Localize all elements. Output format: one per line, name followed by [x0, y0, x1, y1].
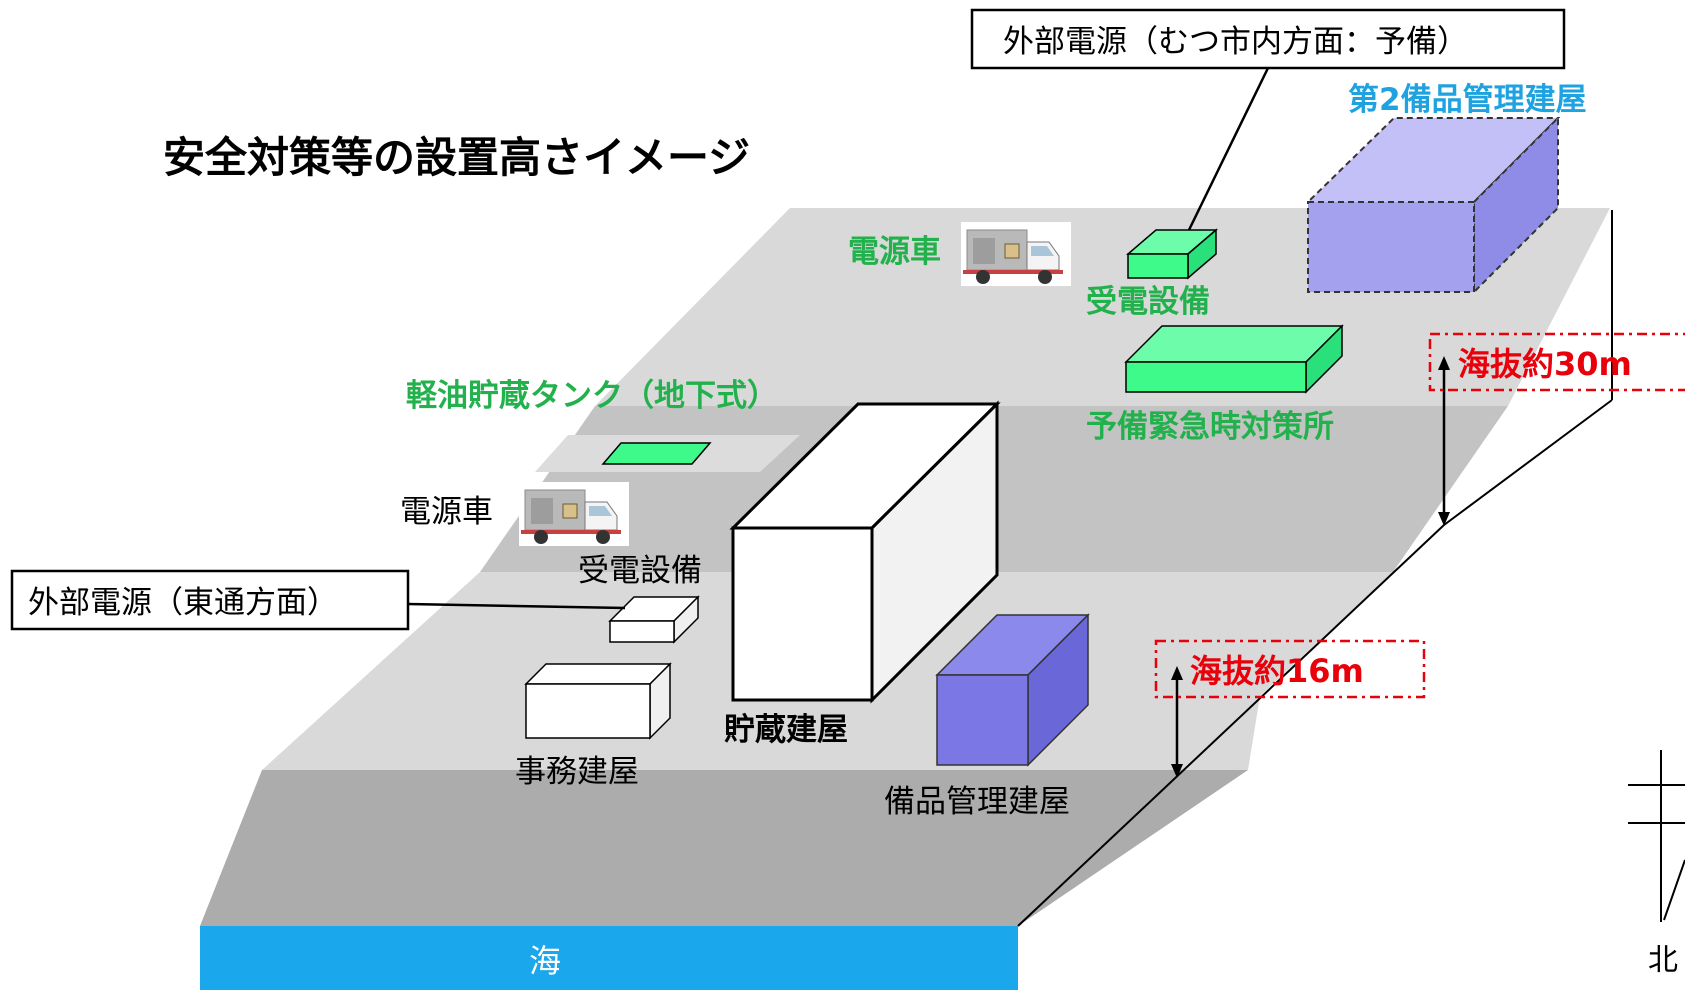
external-power-mutsu-box — [970, 8, 1566, 70]
section-line-diagonal-upper — [1443, 399, 1613, 526]
lower-slope — [200, 770, 1248, 926]
power-receiving-lower-label: 受電設備 — [578, 553, 702, 589]
external-power-higashidori-leader — [407, 602, 626, 610]
external-power-mutsu-label: 外部電源（むつ市内方面：予備） — [1003, 24, 1468, 60]
external-power-higashidori-box — [10, 569, 410, 631]
elevation-16-arrow — [1171, 666, 1183, 778]
backup-management-building — [935, 613, 1090, 767]
section-line-diagonal-lower — [1017, 524, 1445, 927]
elevation-30-arrow — [1438, 356, 1450, 526]
north-compass — [1628, 750, 1685, 922]
power-vehicle-upper-label: 電源車 — [848, 234, 941, 270]
backup-management-building-2 — [1305, 115, 1561, 295]
power-receiving-upper — [1125, 228, 1219, 280]
north-label: 北 — [1648, 943, 1678, 978]
elevation-30-box — [1428, 332, 1685, 392]
emergency-response-center-label: 予備緊急時対策所 — [1086, 409, 1334, 445]
backup-management-building-label: 備品管理建屋 — [884, 784, 1070, 820]
power-receiving-lower — [608, 595, 700, 644]
power-vehicle-lower-label: 電源車 — [400, 494, 493, 530]
elevation-16-label: 海抜約16m — [1190, 652, 1364, 690]
diesel-tank — [601, 442, 712, 465]
emergency-response-center — [1124, 324, 1344, 394]
page-title: 安全対策等の設置高さイメージ — [163, 133, 750, 182]
power-vehicle-lower-icon — [518, 481, 630, 547]
backup-management-building-2-label: 第2備品管理建屋 — [1348, 82, 1587, 118]
office-building-label: 事務建屋 — [515, 754, 639, 790]
external-power-mutsu-leader — [1186, 67, 1270, 233]
power-receiving-upper-label: 受電設備 — [1086, 284, 1210, 320]
storage-building-label: 貯蔵建屋 — [724, 712, 848, 748]
sea-band — [200, 926, 1018, 990]
elevation-30-label: 海抜約30m — [1458, 345, 1632, 383]
external-power-higashidori-label: 外部電源（東通方面） — [28, 585, 338, 621]
power-vehicle-upper-icon — [960, 221, 1072, 287]
office-building — [524, 662, 672, 740]
diesel-tank-label: 軽油貯蔵タンク（地下式） — [406, 378, 778, 414]
sea-label: 海 — [529, 942, 561, 980]
storage-building — [729, 400, 1001, 704]
